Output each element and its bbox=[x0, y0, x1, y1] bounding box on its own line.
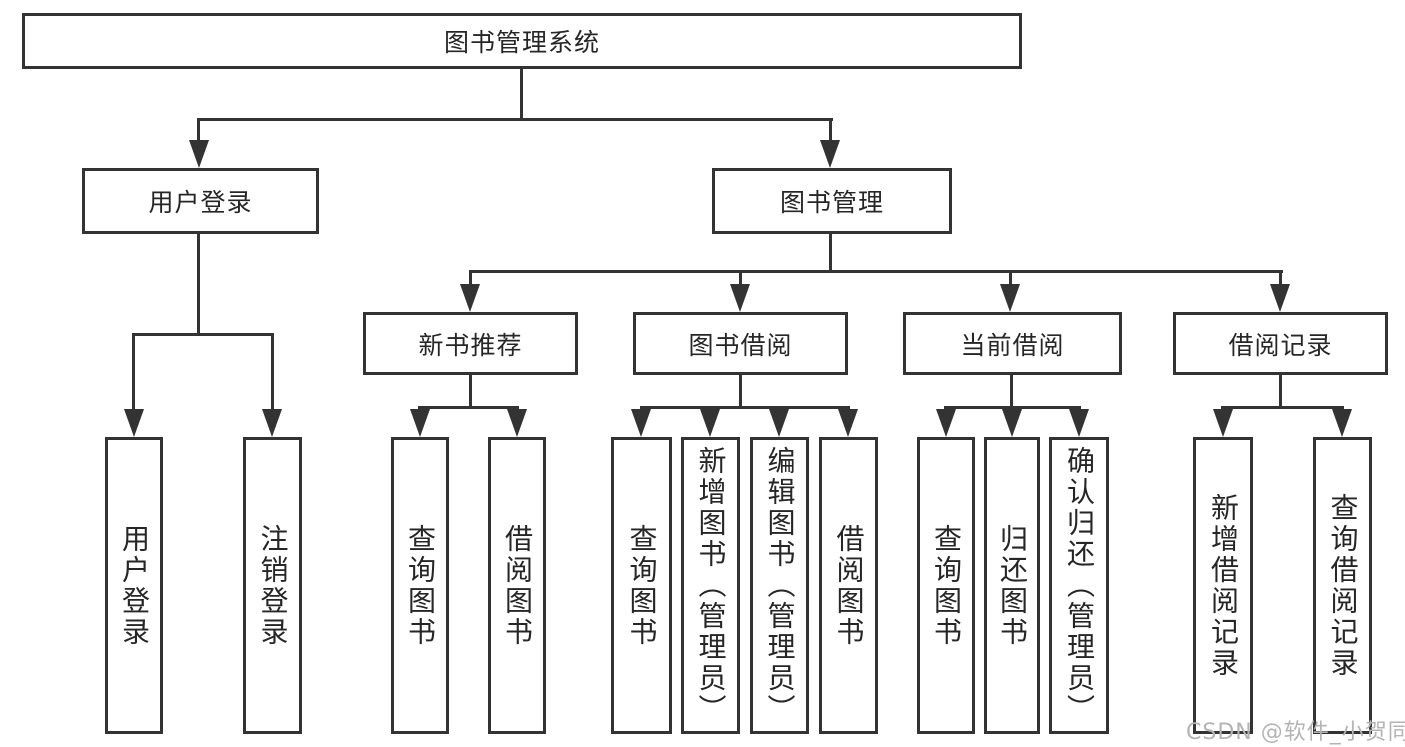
arrowhead bbox=[1213, 409, 1233, 437]
leaf-label: 查询借阅记录 bbox=[1326, 492, 1360, 679]
leaf-label: 注销登录 bbox=[256, 523, 290, 648]
arrowhead bbox=[700, 409, 720, 437]
arrowhead bbox=[769, 409, 789, 437]
hline bbox=[944, 406, 1081, 409]
vline bbox=[1279, 374, 1282, 409]
leaf-label: 查询图书 bbox=[930, 523, 963, 648]
leaf-label: 借阅图书 bbox=[832, 523, 866, 648]
leaf-nb-borrow-books: 借阅图书 bbox=[488, 437, 546, 734]
arrowhead bbox=[1000, 284, 1020, 312]
leaf-cb-return-books: 归还图书 bbox=[984, 437, 1040, 734]
leaf-label: 新增借阅记录 bbox=[1207, 492, 1240, 679]
leaf-br-query-record: 查询借阅记录 bbox=[1313, 437, 1372, 734]
leaf-bb-add-books-admin: 新增图书（管理员） bbox=[681, 437, 740, 734]
hline bbox=[132, 333, 274, 336]
vline bbox=[1010, 374, 1013, 409]
node-root: 图书管理系统 bbox=[22, 13, 1022, 69]
hline bbox=[1221, 406, 1344, 409]
arrowhead bbox=[1270, 284, 1290, 312]
arrowhead bbox=[1069, 409, 1089, 437]
arrowhead bbox=[936, 409, 956, 437]
node-label: 借阅记录 bbox=[1228, 330, 1333, 360]
leaf-label: 归还图书 bbox=[996, 523, 1029, 648]
leaf-label: 用户登录 bbox=[118, 523, 151, 648]
arrowhead bbox=[507, 409, 527, 437]
hline bbox=[469, 270, 1283, 273]
leaf-label: 新增图书（管理员） bbox=[694, 446, 728, 725]
leaf-logout: 注销登录 bbox=[243, 437, 302, 734]
hline bbox=[197, 118, 833, 121]
vline bbox=[271, 333, 274, 413]
leaf-label: 查询图书 bbox=[625, 523, 659, 648]
node-label: 图书借阅 bbox=[688, 330, 793, 360]
node-book-management: 图书管理 bbox=[712, 168, 952, 234]
vline bbox=[829, 233, 832, 273]
node-new-book-recommend: 新书推荐 bbox=[363, 312, 578, 375]
arrowhead bbox=[730, 284, 750, 312]
arrowhead bbox=[1002, 409, 1022, 437]
node-book-borrow: 图书借阅 bbox=[633, 312, 848, 375]
csdn-watermark: CSDN @软件_小贺同学 bbox=[1186, 720, 1405, 745]
node-label: 当前借阅 bbox=[960, 330, 1065, 360]
leaf-label: 确认归还（管理员） bbox=[1063, 446, 1096, 725]
node-user-login: 用户登录 bbox=[82, 168, 319, 234]
node-current-borrow: 当前借阅 bbox=[903, 312, 1122, 375]
vline bbox=[739, 374, 742, 409]
hline bbox=[640, 406, 850, 409]
arrowhead bbox=[124, 409, 144, 437]
leaf-cb-confirm-return-admin: 确认归还（管理员） bbox=[1049, 437, 1109, 734]
vline bbox=[469, 374, 472, 409]
vline bbox=[197, 118, 200, 144]
arrowhead bbox=[410, 409, 430, 437]
node-label: 新书推荐 bbox=[418, 330, 523, 360]
node-label: 图书管理 bbox=[779, 188, 884, 217]
hline bbox=[418, 406, 519, 409]
leaf-bb-borrow-books: 借阅图书 bbox=[819, 437, 878, 734]
leaf-br-add-record: 新增借阅记录 bbox=[1193, 437, 1253, 734]
vline bbox=[469, 270, 472, 288]
leaf-label: 编辑图书（管理员） bbox=[763, 446, 797, 725]
arrowhead bbox=[189, 140, 209, 168]
vline bbox=[197, 233, 200, 336]
node-borrow-records: 借阅记录 bbox=[1173, 312, 1388, 375]
arrowhead bbox=[820, 140, 840, 168]
vline bbox=[132, 333, 135, 413]
leaf-label: 借阅图书 bbox=[501, 523, 534, 648]
vline bbox=[1009, 270, 1012, 288]
leaf-nb-query-books: 查询图书 bbox=[391, 437, 449, 734]
vline bbox=[520, 68, 523, 120]
arrowhead bbox=[262, 409, 282, 437]
arrowhead bbox=[1332, 409, 1352, 437]
arrowhead bbox=[460, 284, 480, 312]
leaf-bb-edit-books-admin: 编辑图书（管理员） bbox=[750, 437, 809, 734]
vline bbox=[829, 118, 832, 144]
arrowhead bbox=[631, 409, 651, 437]
leaf-bb-query-books: 查询图书 bbox=[611, 437, 672, 734]
leaf-label: 查询图书 bbox=[404, 523, 437, 648]
node-label: 图书管理系统 bbox=[443, 28, 600, 57]
node-label: 用户登录 bbox=[148, 188, 253, 217]
leaf-user-login: 用户登录 bbox=[105, 437, 163, 734]
vline bbox=[739, 270, 742, 288]
arrowhead bbox=[838, 409, 858, 437]
vline bbox=[1279, 270, 1282, 288]
leaf-cb-query-books: 查询图书 bbox=[917, 437, 975, 734]
